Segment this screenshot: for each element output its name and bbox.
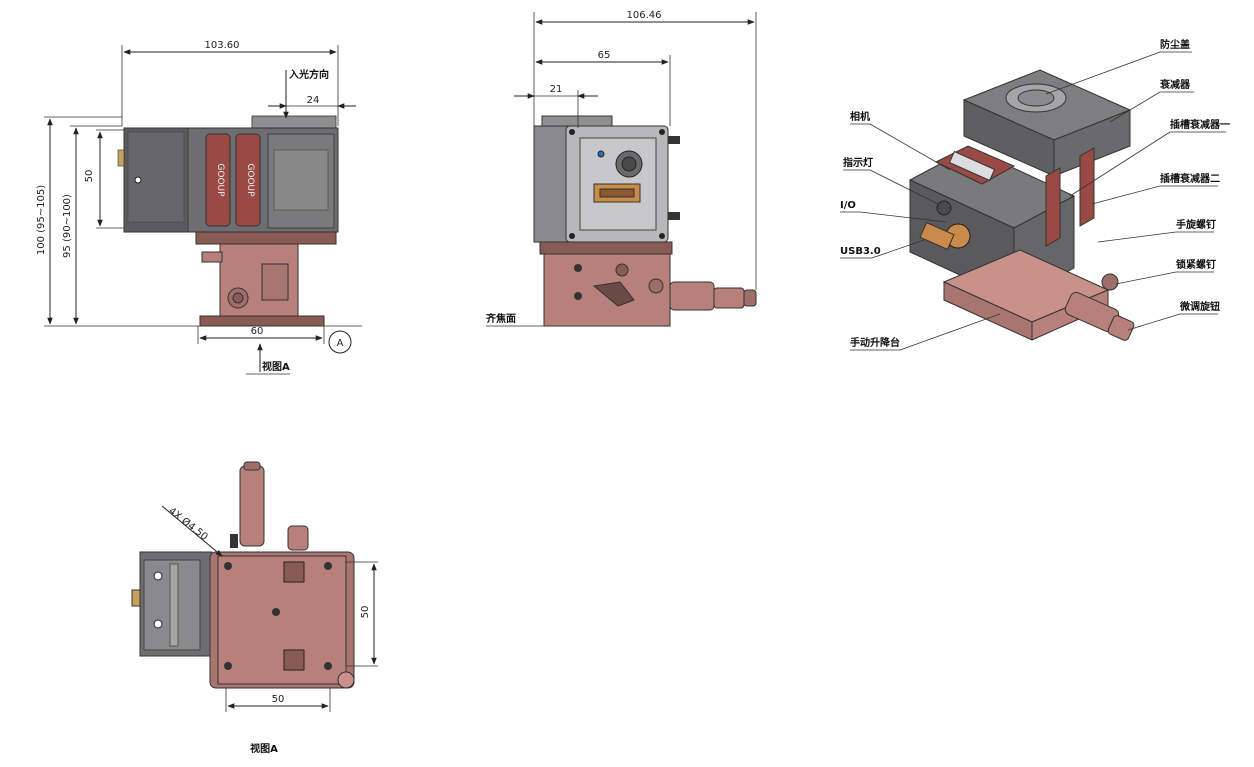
dim-hole-spec: 4X Ø4.50	[166, 505, 210, 543]
callout-attenuator: 衰减器	[1159, 78, 1191, 91]
dim-side-total: 106.46	[627, 10, 662, 21]
dim-front-width: 103.60	[205, 40, 240, 51]
dim-front-sensor: 50	[84, 170, 95, 183]
callout-lock-screw: 锁紧螺钉	[1176, 258, 1216, 271]
callout-fine-knob: 微调旋钮	[1179, 300, 1220, 313]
dim-hole-spacing-h: 50	[272, 694, 285, 705]
bottom-view: 4X Ø4.50 50 50 视图A	[131, 461, 378, 755]
dim-hole-spacing-v: 50	[360, 606, 371, 619]
callout-slot-attenuator-1: 插槽衰减器一	[1170, 118, 1230, 131]
brand-text-1: GOOUP	[215, 163, 225, 197]
dim-front-base: 60	[251, 326, 264, 337]
dim-front-height-inner: 95 (90~100)	[62, 194, 73, 258]
callout-slot-attenuator-2: 插槽衰减器二	[1160, 172, 1220, 185]
focal-plane-label: 齐焦面	[486, 312, 516, 325]
callout-usb: USB3.0	[840, 246, 881, 257]
brand-text-2: GOOUP	[245, 163, 255, 197]
dim-side-sensor: 21	[550, 84, 563, 95]
dim-side-body: 65	[598, 50, 611, 61]
dim-front-height-outer: 100 (95~105)	[36, 185, 47, 255]
light-direction-label: 入光方向	[289, 68, 329, 81]
side-view: 106.46 65 21 齐焦面	[486, 10, 757, 327]
callout-dust-cover: 防尘盖	[1160, 38, 1190, 51]
view-a-pointer: 视图A	[262, 360, 290, 373]
view-a-caption: 视图A	[250, 742, 278, 755]
callout-indicator: 指示灯	[843, 156, 873, 169]
callout-lift-stage: 手动升降台	[850, 336, 900, 349]
callout-camera: 相机	[850, 110, 870, 123]
front-view: GOOUP GOOUP 103.60 入光方向 24 50	[36, 40, 362, 375]
callout-thumb-screw: 手旋螺钉	[1176, 218, 1216, 231]
view-a-marker: A	[337, 338, 344, 349]
isometric-view: 相机 指示灯 I/O USB3.0 手动升降台 防尘盖 衰减器 插槽衰减器一 插…	[840, 38, 1230, 351]
dim-front-offset: 24	[307, 95, 320, 106]
callout-io: I/O	[840, 200, 856, 211]
